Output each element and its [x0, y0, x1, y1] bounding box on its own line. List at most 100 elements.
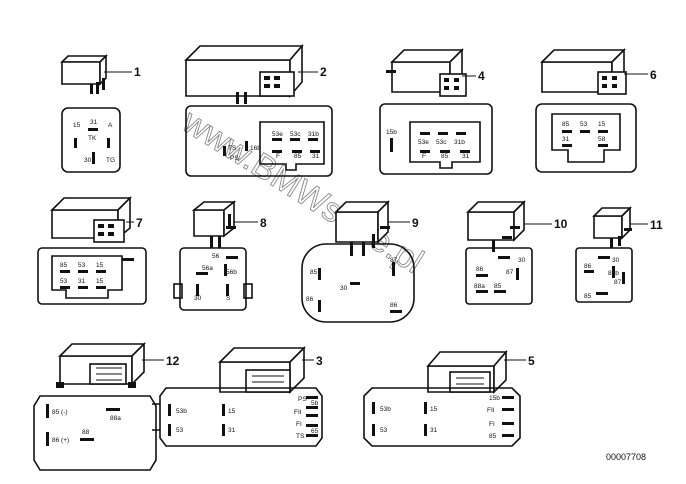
relay-5-socket: 53b 15 15b FII 53 31 FI 85 — [363, 387, 521, 447]
relay-11-body — [592, 206, 632, 248]
relay-2-socket: TS PS 16b 53e 53c 31b F 85 31 — [185, 105, 333, 177]
callout-3: 3 — [316, 354, 323, 368]
terminal-label: 53b — [176, 408, 187, 415]
terminal-label: 87b — [608, 270, 619, 277]
terminal-label: 53e — [272, 131, 283, 138]
terminal-label: 87 — [614, 279, 622, 286]
terminal-label: F — [422, 153, 426, 160]
relay-1-socket: 15 31 A TK 30 TG — [61, 107, 121, 173]
terminal-label: 56b — [226, 269, 237, 276]
terminal-label: 30 — [194, 295, 202, 302]
relay-10-body — [466, 200, 526, 252]
relay-8-body — [191, 200, 237, 248]
terminal-label: 53e — [418, 139, 429, 146]
terminal-label: 15b — [386, 129, 397, 136]
terminal-label: 16b — [250, 145, 261, 152]
terminal-label: 31 — [462, 153, 470, 160]
terminal-label: 53 — [580, 121, 588, 128]
terminal-label: 87 — [506, 269, 514, 276]
terminal-label: 31 — [312, 153, 320, 160]
callout-12: 12 — [166, 354, 180, 368]
terminal-label: TK — [88, 135, 97, 142]
terminal-label: FI — [489, 421, 495, 428]
diagram-code: 00007708 — [606, 452, 646, 462]
terminal-label: 88a — [474, 283, 485, 290]
callout-10: 10 — [554, 217, 568, 231]
terminal-label: 31b — [308, 131, 319, 138]
terminal-label: 31 — [562, 136, 570, 143]
terminal-label: 56a — [202, 265, 213, 272]
terminal-label: 85 — [489, 433, 497, 440]
terminal-label: 15 — [73, 122, 81, 129]
terminal-label: FII — [487, 407, 495, 414]
terminal-label: 53 — [380, 427, 388, 434]
relay-7-socket: 85 53 15 53 31 15 — [37, 247, 147, 305]
terminal-label: 85 — [441, 153, 449, 160]
terminal-label: 86 — [306, 296, 314, 303]
terminal-label: 85 — [584, 293, 592, 300]
terminal-label: 58 — [598, 136, 606, 143]
terminal-label: 15 — [430, 406, 438, 413]
terminal-label: 5b — [311, 400, 319, 407]
relay-12-socket: 85 (-) 88a 86 (+) 88 — [33, 395, 157, 471]
terminal-label: 88a — [110, 415, 121, 422]
terminal-label: 15 — [228, 408, 236, 415]
relay-9-socket: 85 87 30 86 86 — [301, 243, 415, 323]
relay-12-body — [56, 342, 146, 388]
terminal-label: 86 — [476, 266, 484, 273]
terminal-label: 85 — [60, 262, 68, 269]
relay-6-socket: 85 53 15 31 58 — [535, 103, 637, 173]
terminal-label: 86 (+) — [52, 437, 69, 444]
relay-8-socket: 56 56b 56a 30 S — [173, 247, 253, 311]
terminal-label: 31 — [78, 278, 86, 285]
callout-8: 8 — [260, 216, 267, 230]
callout-7: 7 — [136, 216, 143, 230]
terminal-label: 85 — [562, 121, 570, 128]
terminal-label: TS — [228, 145, 237, 152]
terminal-label: 31 — [228, 427, 236, 434]
terminal-label: TS — [296, 433, 305, 440]
callout-9: 9 — [412, 216, 419, 230]
callout-5: 5 — [528, 354, 535, 368]
relay-3-body — [218, 346, 306, 394]
relay-4-body — [386, 48, 467, 97]
callout-11: 11 — [650, 218, 663, 232]
terminal-label: 15 — [96, 278, 104, 285]
terminal-label: 53c — [436, 139, 447, 146]
terminal-label: 53 — [78, 262, 86, 269]
terminal-label: 86 — [390, 302, 398, 309]
relay-9-body — [334, 200, 390, 256]
terminal-label: 87 — [390, 257, 398, 264]
terminal-label: 53 — [176, 427, 184, 434]
terminal-label: F — [276, 153, 280, 160]
relay-4-socket: 15b 53e 53c 31b F 85 31 — [379, 103, 493, 175]
terminal-label: S — [226, 295, 231, 302]
terminal-label: 53c — [290, 131, 301, 138]
terminal-label: 85 (-) — [52, 409, 68, 416]
terminal-label: 31 — [90, 119, 98, 126]
terminal-label: 31b — [454, 139, 465, 146]
relay-7-body — [50, 196, 132, 243]
terminal-label: 85 — [494, 283, 502, 290]
terminal-label: 15b — [489, 395, 500, 402]
terminal-label: FII — [294, 409, 302, 416]
terminal-label: TG — [106, 157, 115, 164]
terminal-label: PS — [230, 155, 239, 162]
relay-1-body — [60, 54, 108, 94]
terminal-label: 31 — [430, 427, 438, 434]
terminal-label: 88 — [82, 429, 90, 436]
callout-1: 1 — [134, 65, 141, 79]
terminal-label: FI — [296, 421, 302, 428]
terminal-label: 85 — [294, 153, 302, 160]
terminal-label: A — [108, 122, 113, 129]
terminal-label: 56 — [212, 253, 220, 260]
terminal-label: 85 — [310, 269, 318, 276]
relay-2-body — [184, 43, 304, 104]
terminal-label: 15 — [598, 121, 606, 128]
terminal-label: 53b — [380, 406, 391, 413]
terminal-label: 30 — [518, 257, 526, 264]
terminal-label: PS — [298, 396, 307, 403]
terminal-label: 30 — [340, 285, 348, 292]
